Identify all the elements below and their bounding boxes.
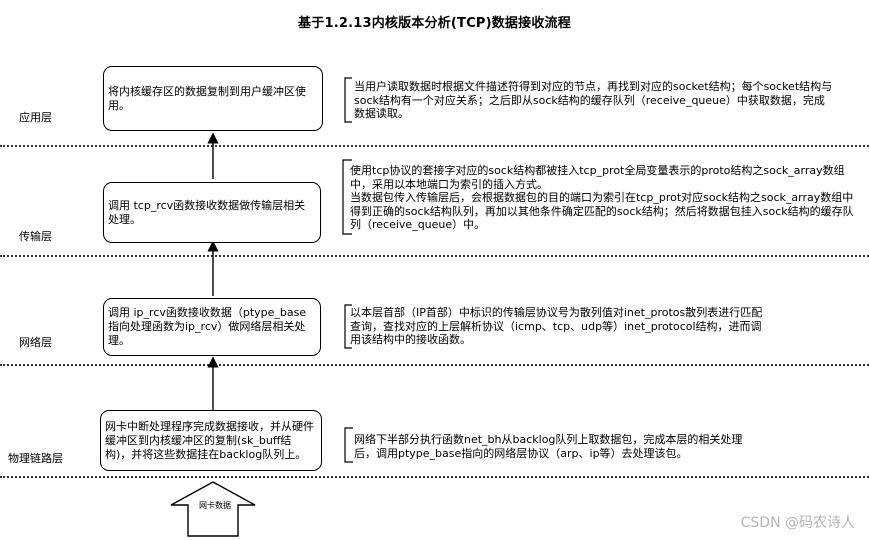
layer-label-app: 应用层 xyxy=(19,111,52,124)
note-brace-link xyxy=(344,427,353,463)
box-network-text: 调用 ip_rcv函数接收数据（ptype_base指向处理函数为ip_rcv）… xyxy=(108,306,307,347)
nic-data-arrow xyxy=(170,481,256,537)
note-brace-app xyxy=(344,77,352,123)
box-app-text: 将内核缓存区的数据复制到用户缓冲区使用。 xyxy=(108,84,306,112)
box-transport-text: 调用 tcp_rcv函数接收数据做传输层相关处理。 xyxy=(108,198,306,226)
note-transport: 使用tcp协议的套接字对应的sock结构都被挂入tcp_prot全局变量表示的p… xyxy=(350,164,854,231)
box-app-copy-to-user: 将内核缓存区的数据复制到用户缓冲区使用。 xyxy=(103,66,323,131)
note-brace-transport xyxy=(342,159,352,235)
divider-transport-network xyxy=(0,255,869,257)
note-link: 网络下半部分执行函数net_bh从backlog队列上取数据包，完成本层的相关处… xyxy=(354,433,743,460)
csdn-watermark: CSDN @码农诗人 xyxy=(740,515,855,531)
note-app: 当用户读取数据时根据文件描述符得到对应的节点，再找到对应的socket结构；每个… xyxy=(354,80,833,120)
layer-label-transport: 传输层 xyxy=(19,230,52,243)
box-link-text: 网卡中断处理程序完成数据接收，并从硬件缓冲区到内核缓冲区的复制(sk_buff结… xyxy=(105,419,314,461)
note-brace-network xyxy=(344,304,352,349)
box-link-nic-interrupt: 网卡中断处理程序完成数据接收，并从硬件缓冲区到内核缓冲区的复制(sk_buff结… xyxy=(100,410,322,471)
nic-data-label: 网卡数据 xyxy=(199,501,231,510)
diagram-title: 基于1.2.13内核版本分析(TCP)数据接收流程 xyxy=(298,16,571,31)
divider-network-link xyxy=(0,364,869,366)
layer-label-network: 网络层 xyxy=(19,336,52,349)
divider-link-bottom xyxy=(0,476,869,478)
box-network-ip-rcv: 调用 ip_rcv函数接收数据（ptype_base指向处理函数为ip_rcv）… xyxy=(103,298,321,356)
box-transport-tcp-rcv: 调用 tcp_rcv函数接收数据做传输层相关处理。 xyxy=(103,182,321,243)
note-network: 以本层首部（IP首部）中标识的传输层协议号为散列值对inet_protos散列表… xyxy=(350,306,763,346)
layer-label-link: 物理链路层 xyxy=(8,452,63,465)
divider-app-transport xyxy=(0,145,869,147)
